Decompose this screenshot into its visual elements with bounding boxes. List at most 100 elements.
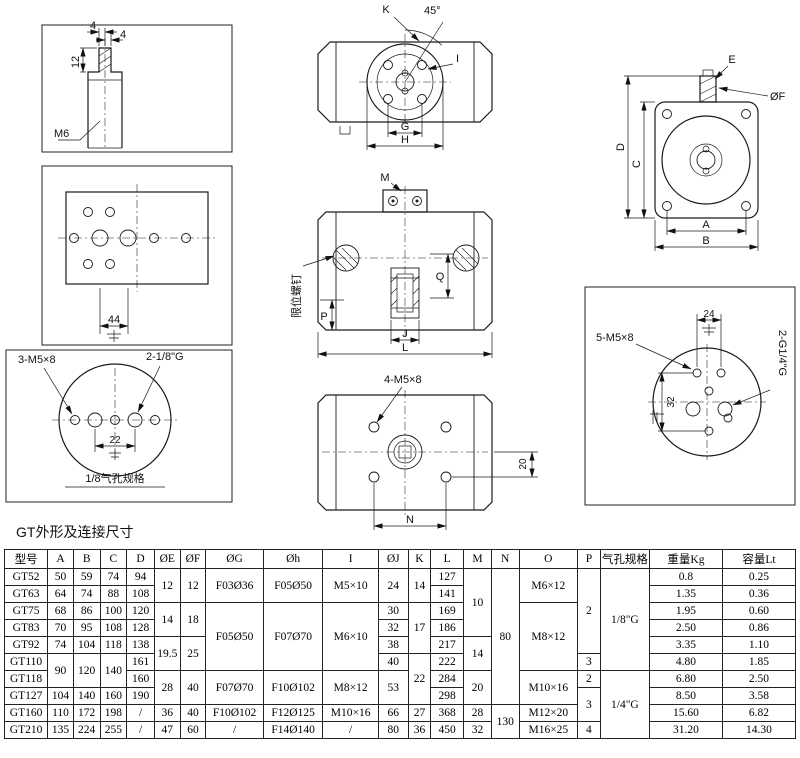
view-actuator-top: K 45° I G H xyxy=(317,4,493,150)
small-port-dimension-22 xyxy=(94,429,136,460)
table-cell: 1/4"G xyxy=(599,670,651,739)
table-cell: 19.5 xyxy=(153,636,181,671)
table-cell: GT75 xyxy=(3,602,49,620)
table-cell: M5×10 xyxy=(322,568,379,603)
table-cell: M12×20 xyxy=(518,704,579,722)
table-cell: 108 xyxy=(126,585,155,603)
table-cell: 120 xyxy=(72,653,101,688)
table-cell: 1.35 xyxy=(649,585,723,603)
table-cell: / xyxy=(205,721,264,739)
bottom-hub-circle xyxy=(387,434,423,470)
table-cell: 14 xyxy=(407,568,432,603)
table-cell: 141 xyxy=(430,585,465,603)
table-cell: 24 xyxy=(377,568,409,603)
table-cell: 100 xyxy=(99,602,128,620)
table-cell: 27 xyxy=(407,704,432,722)
table-cell: 74 xyxy=(47,636,74,654)
table-cell: 138 xyxy=(126,636,155,654)
dim-label-32: 32 xyxy=(666,396,677,408)
top-body-outline xyxy=(317,41,493,123)
column-header: ØE xyxy=(153,549,181,569)
dim-label-20: 20 xyxy=(518,458,529,470)
table-cell: 68 xyxy=(47,602,74,620)
dim-label-q: Q xyxy=(436,271,445,283)
table-cell: 160 xyxy=(99,687,128,705)
table-cell: 0.60 xyxy=(721,602,797,620)
dim-label-i: I xyxy=(456,53,459,65)
table-cell: 40 xyxy=(377,653,409,671)
pinion-shaft xyxy=(390,267,420,319)
table-cell: 172 xyxy=(72,704,101,722)
table-cell: 3 xyxy=(577,653,601,671)
column-header: 容量Lt xyxy=(721,549,797,569)
table-cell: 4 xyxy=(577,721,601,739)
symmetry-mark xyxy=(109,450,121,460)
table-cell: M6×12 xyxy=(518,568,579,603)
table-cell: 80 xyxy=(377,721,409,739)
table-cell: GT160 xyxy=(3,704,49,722)
label-2-eighth-g: 2-1/8"G xyxy=(146,351,184,363)
table-cell: 14 xyxy=(153,602,181,637)
table-cell: 190 xyxy=(126,687,155,705)
table-cell: 66 xyxy=(377,704,409,722)
table-cell: 50 xyxy=(47,568,74,586)
dim-label-h: H xyxy=(401,134,409,146)
table-cell: 2 xyxy=(577,568,601,654)
table-cell: 70 xyxy=(47,619,74,637)
table-cell: 80 xyxy=(490,568,520,705)
view-actuator-side: M Q P J L 限位螺钉 xyxy=(289,172,493,358)
table-cell: 160 xyxy=(126,670,155,688)
large-port-holes xyxy=(685,368,733,436)
column-header: B xyxy=(72,549,101,569)
table-cell: 15.60 xyxy=(649,704,723,722)
table-cell: 74 xyxy=(99,568,128,586)
weld-mark xyxy=(339,126,351,135)
table-cell: 3.35 xyxy=(649,636,723,654)
table-cell: GT110 xyxy=(3,653,49,671)
dim-label-a: A xyxy=(702,219,710,231)
dim-label-12: 12 xyxy=(70,56,82,68)
table-cell: F12Ø125 xyxy=(262,704,324,722)
table-cell: 1/8"G xyxy=(599,568,651,671)
table-cell: 74 xyxy=(72,585,101,603)
dim-label-l: L xyxy=(402,342,408,354)
table-cell: 40 xyxy=(179,704,207,722)
table-cell: F07Ø70 xyxy=(205,670,264,705)
table-cell: 161 xyxy=(126,653,155,671)
table-cell: 64 xyxy=(47,585,74,603)
table-cell: 2.50 xyxy=(721,670,797,688)
side-body-outline xyxy=(317,211,493,331)
table-cell: 28 xyxy=(153,670,181,705)
table-cell: 31.20 xyxy=(649,721,723,739)
flange-circle-inner xyxy=(376,53,434,111)
dim-label-n: N xyxy=(406,514,414,526)
table-cell: / xyxy=(322,721,379,739)
column-header: ØG xyxy=(205,549,264,569)
view-actuator-end: E ØF D C A B xyxy=(615,54,786,251)
table-cell: GT63 xyxy=(3,585,49,603)
table-cell: 12 xyxy=(153,568,181,603)
table-cell: 38 xyxy=(377,636,409,654)
view-shaft-detail: 4 4 12 M6 xyxy=(41,20,233,153)
end-body-outline xyxy=(654,101,759,219)
table-cell: 32 xyxy=(463,721,492,739)
table-cell: 186 xyxy=(430,619,465,637)
table-cell: 60 xyxy=(179,721,207,739)
table-cell: 1.95 xyxy=(649,602,723,620)
table-cell: 140 xyxy=(72,687,101,705)
table-cell: 90 xyxy=(47,653,74,688)
small-port-holes xyxy=(70,412,160,428)
small-port-caption: 1/8气孔规格 xyxy=(85,471,144,485)
table-cell: 59 xyxy=(72,568,101,586)
dim-label-g: G xyxy=(401,121,410,133)
table-cell: 108 xyxy=(99,619,128,637)
table-cell: 25 xyxy=(179,636,207,671)
table-cell: 450 xyxy=(430,721,465,739)
k-angle-line xyxy=(404,21,444,83)
table-cell: 10 xyxy=(463,568,492,637)
table-cell: 298 xyxy=(430,687,465,705)
